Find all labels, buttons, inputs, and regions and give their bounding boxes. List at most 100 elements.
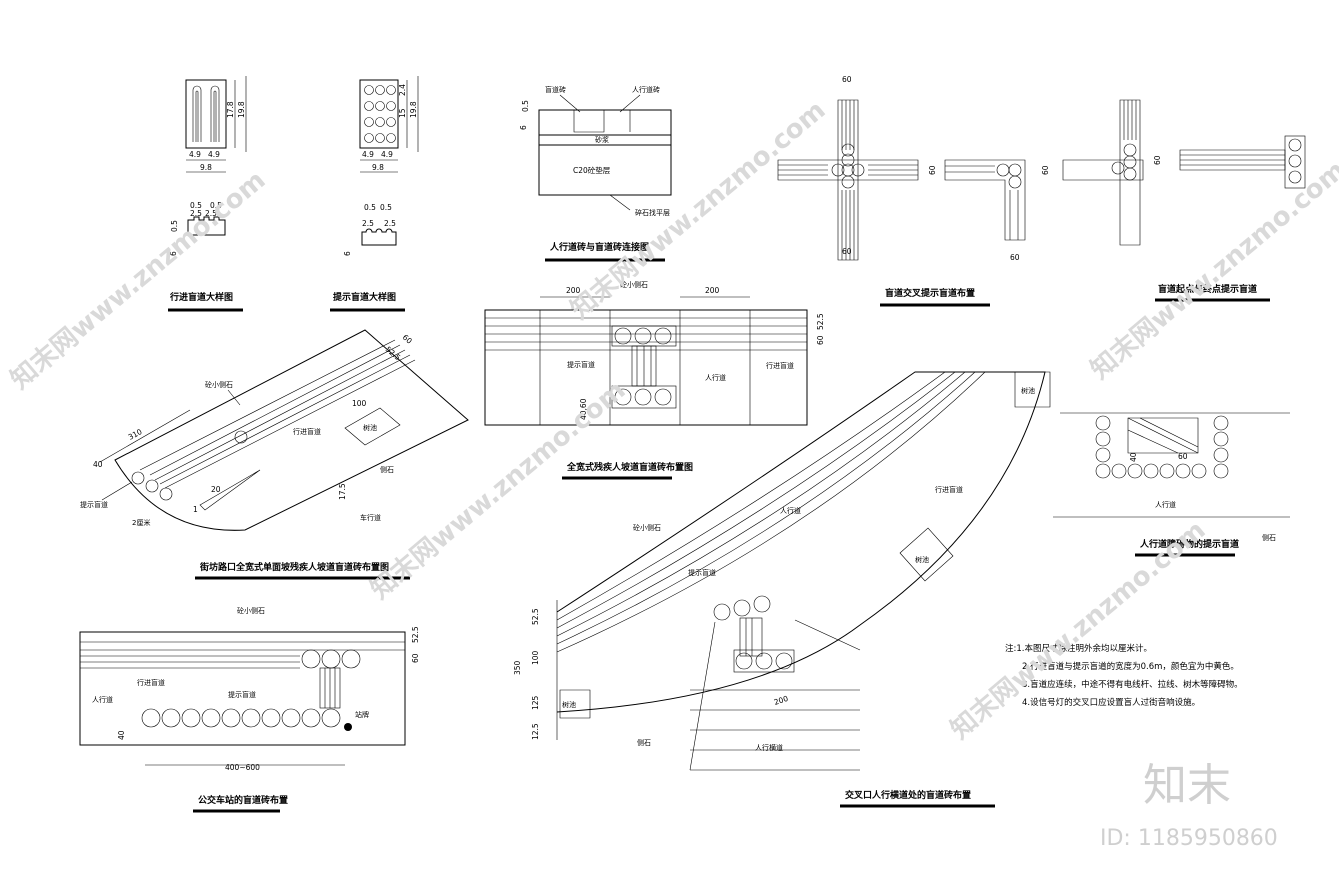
title-full-ramp: 全宽式残疾人坡道盲道砖布置图 xyxy=(566,461,693,473)
title-blind-lane-detail: 行进盲道大样图 xyxy=(169,291,233,303)
dim-9-8: 9.8 xyxy=(200,163,212,172)
watermark-layer: 知末网www.znzmo.com 知末网www.znzmo.com 知末网www… xyxy=(5,95,1339,851)
dim-100: 100 xyxy=(352,399,367,408)
dim-1: 1 xyxy=(193,505,198,514)
blind-lane-detail: 17.8 19.8 4.9 4.9 9.8 0.5 0.5 2.5 2.5 0.… xyxy=(168,76,247,312)
dim-40: 40 xyxy=(93,460,103,469)
dim-19-8: 19.8 xyxy=(237,101,246,118)
label-curb-3: 侧石 xyxy=(637,738,651,747)
label-c20: C20砼垫层 xyxy=(573,165,611,175)
dim-100-i: 100 xyxy=(531,650,540,665)
dim-200-i: 200 xyxy=(773,694,790,707)
dim-60-d: 60 xyxy=(1010,253,1020,262)
dim-6: 6 xyxy=(169,251,178,256)
label-travel-lane-4: 行进盲道 xyxy=(137,678,165,687)
label-curb-small-4: 砼小侧石 xyxy=(237,606,265,615)
note-4: 4.设信号灯的交叉口应设置盲人过街音响设施。 xyxy=(1022,697,1200,708)
label-curb-small-3: 砼小侧石 xyxy=(633,523,661,532)
dim-60-c: 60 xyxy=(928,165,937,175)
title-intersection: 交叉口人行横道处的盲道砖布置 xyxy=(845,789,971,801)
watermark-id: ID: 1185950860 xyxy=(1100,826,1278,851)
watermark-site-2: 知末网www.znzmo.com xyxy=(365,375,631,605)
dim-4-9-b: 4.9 xyxy=(208,150,220,159)
dim-60-e: 60 xyxy=(1041,165,1050,175)
dim-19-8w: 19.8 xyxy=(409,101,418,118)
label-tree-pool-3: 树池 xyxy=(915,555,929,564)
title-warning-lane-detail: 提示盲道大样图 xyxy=(333,291,396,303)
dim-60-bus: 60 xyxy=(411,653,420,663)
label-sidewalk-brick: 人行道砖 xyxy=(632,85,660,94)
dim-2-5b: 2.5 xyxy=(205,209,217,218)
watermark-site-1: 知末网www.znzmo.com xyxy=(5,165,271,395)
dim-15: 15 xyxy=(398,108,407,118)
label-sand: 砂浆 xyxy=(595,135,609,144)
dim-2-4: 2.4 xyxy=(398,84,407,96)
dim-52-5-bus: 52.5 xyxy=(411,626,420,643)
dim-60-b: 60 xyxy=(842,247,852,256)
label-bus-stop: 站牌 xyxy=(355,710,369,719)
dim-60-a: 60 xyxy=(842,75,852,84)
full-ramp-layout: 200 200 52.5 60 40,60 砼小侧石 提示盲道 行进盲道 人行道… xyxy=(484,280,825,480)
watermark-brand: 知末 xyxy=(1143,760,1231,811)
label-gravel: 碎石找平层 xyxy=(635,208,670,217)
dim-12-5: 12.5 xyxy=(531,723,540,740)
dim-2-5w2: 2.5 xyxy=(384,219,396,228)
dim-0-5w2: 0.5 xyxy=(380,203,392,212)
dim-310: 310 xyxy=(127,427,144,442)
dim-4-9-a: 4.9 xyxy=(189,150,201,159)
dim-0-5-c: 0.5 xyxy=(521,100,530,112)
dim-0-5: 0.5 xyxy=(190,201,202,210)
label-sidewalk-4: 人行道 xyxy=(1155,500,1176,509)
label-curb-small-1: 砼小侧石 xyxy=(205,380,233,389)
dim-17-5: 17.5 xyxy=(338,483,347,500)
dim-40-60: 40,60 xyxy=(579,398,588,420)
dim-20: 20 xyxy=(211,485,221,494)
label-warning-lane-1: 提示盲道 xyxy=(80,500,108,509)
watermark-site-5: 知末网www.znzmo.com xyxy=(945,515,1211,745)
label-roadway: 车行道 xyxy=(360,513,381,522)
title-connection: 人行道砖与盲道砖连接图 xyxy=(549,241,649,253)
ramp-layout: 树池 20 1 310 40 100 52.5 60 17.5 砼小侧石 行进盲… xyxy=(80,329,469,580)
dim-52-5-b: 52.5 xyxy=(816,313,825,330)
dim-2-5w: 2.5 xyxy=(362,219,374,228)
note-1: 注:1.本图尺寸除注明外余均以厘米计。 xyxy=(1005,643,1152,654)
watermark-site-4: 知末网www.znzmo.com xyxy=(1085,155,1339,385)
label-tree-pool-2: 树池 xyxy=(1021,386,1035,395)
dim-40-bus: 40 xyxy=(117,730,126,740)
dim-60-f: 60 xyxy=(1153,155,1162,165)
label-crosswalk: 人行横道 xyxy=(755,743,783,752)
label-tree-pool-1: 树池 xyxy=(363,423,377,432)
label-sidewalk-5: 人行道 xyxy=(92,695,113,704)
dim-17-8: 17.8 xyxy=(226,101,235,118)
dim-4-9w: 4.9 xyxy=(362,150,374,159)
dim-125: 125 xyxy=(531,695,540,710)
dim-40-o: 40 xyxy=(1129,452,1138,462)
connection-section: C20砼垫层 砂浆 盲道砖 人行道砖 碎石找平层 0.5 6 人行道砖与盲道砖连… xyxy=(519,85,672,262)
obstacle-layout: 40 60 人行道 侧石 人行道障碍物的提示盲道 xyxy=(1053,412,1290,557)
label-blind-brick: 盲道砖 xyxy=(545,85,566,94)
dim-4-9w2: 4.9 xyxy=(381,150,393,159)
dim-0-5w: 0.5 xyxy=(364,203,376,212)
dim-350: 350 xyxy=(513,660,522,675)
dim-200-b: 200 xyxy=(705,286,720,295)
title-bus: 公交车站的盲道砖布置 xyxy=(198,794,288,806)
start-end-layout: 60 盲道起点与终点提示盲道 xyxy=(1153,135,1306,302)
label-travel-lane-2: 行进盲道 xyxy=(766,361,794,370)
label-warning-lane-2: 提示盲道 xyxy=(567,360,595,369)
dim-60-o: 60 xyxy=(1178,452,1188,461)
bus-stop-layout: 400~600 52.5 60 40 砼小侧石 行进盲道 提示盲道 人行道 站牌… xyxy=(79,606,420,813)
intersection-layout: 树池 树池 树池 人行横道 人行道 行进盲道 砼小侧石 提示盲道 侧石 350 … xyxy=(513,371,1051,808)
label-travel-lane-3: 行进盲道 xyxy=(935,485,963,494)
dim-2-5: 2.5 xyxy=(190,209,202,218)
dim-200-a: 200 xyxy=(566,286,581,295)
dim-52-5-i: 52.5 xyxy=(531,608,540,625)
label-tree-pool-4: 树池 xyxy=(562,700,576,709)
dim-60-g: 60 xyxy=(401,333,414,346)
dim-60-h: 60 xyxy=(816,335,825,345)
label-travel-lane-1: 行进盲道 xyxy=(293,427,321,436)
warning-lane-detail: 2.4 15 19.8 4.9 4.9 9.8 0.5 0.5 2.5 2.5 … xyxy=(330,76,419,312)
dim-6-c: 6 xyxy=(519,125,528,130)
dim-9-8w: 9.8 xyxy=(372,163,384,172)
dim-6w: 6 xyxy=(343,251,352,256)
